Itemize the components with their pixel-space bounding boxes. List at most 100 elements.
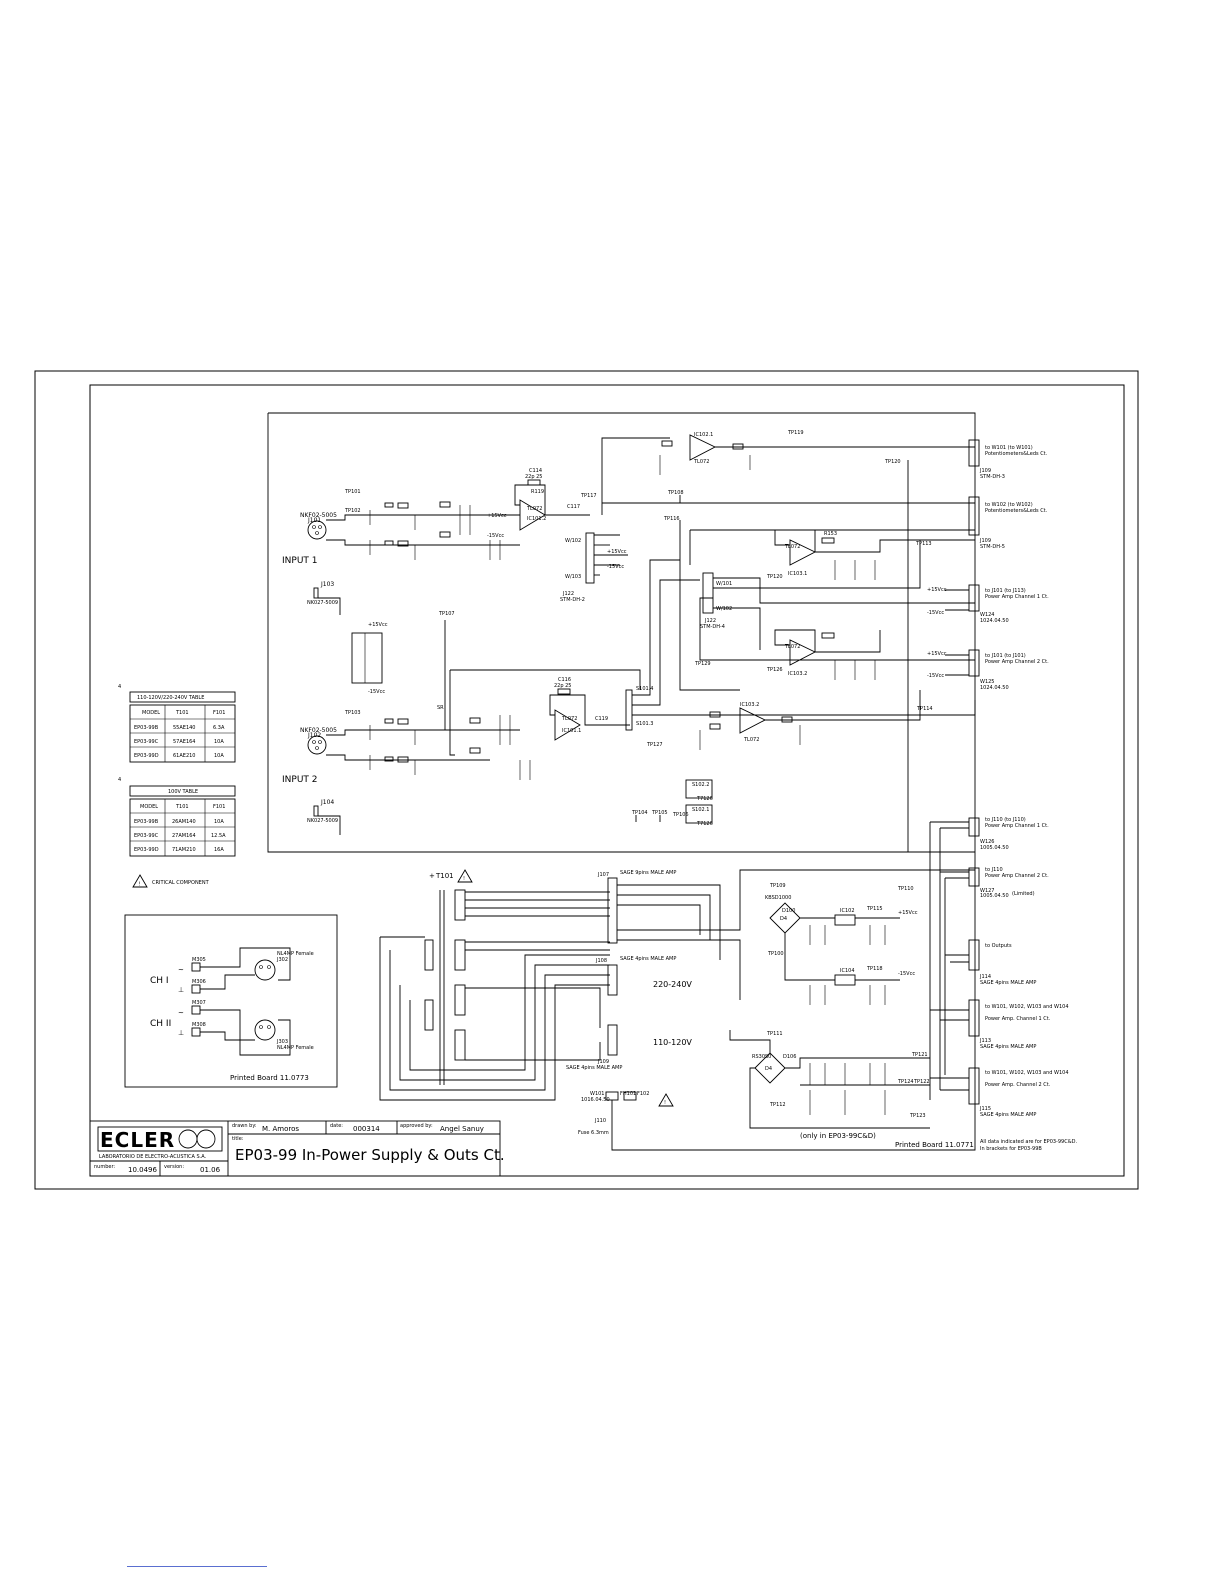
svg-text:-15Vcc: -15Vcc — [487, 533, 504, 539]
svg-text:S102.2: S102.2 — [692, 782, 710, 788]
rail-neg-2: -15Vcc — [927, 673, 944, 679]
table-b-title: 100V TABLE — [168, 789, 198, 795]
date-value: 000314 — [353, 1125, 380, 1133]
svg-text:TL072: TL072 — [784, 544, 800, 550]
only-note: (only in EP03-99C&D) — [800, 1132, 876, 1140]
svg-text:J109: J109 — [979, 538, 991, 544]
conn-w101-desc: Potentiometers&Leds Ct. — [985, 451, 1048, 457]
svg-text:+15Vcc: +15Vcc — [487, 513, 507, 519]
svg-text:R119: R119 — [531, 489, 544, 495]
rail-neg-1: -15Vcc — [927, 610, 944, 616]
svg-text:D4: D4 — [765, 1066, 772, 1072]
svg-text:TP103: TP103 — [344, 710, 361, 716]
svg-text:STM-DH-3: STM-DH-3 — [980, 474, 1005, 480]
ch2-label: CH II — [150, 1019, 171, 1029]
j101-label: J101 — [307, 517, 321, 524]
svg-text:TP116: TP116 — [663, 516, 680, 522]
rail-decoupling: +15Vcc-15Vcc — [351, 622, 388, 695]
ecler-logo — [97, 1126, 223, 1152]
svg-text:W/102: W/102 — [716, 606, 732, 612]
table-a-title: 110-120V/220-240V TABLE — [137, 695, 204, 701]
conn-j110a-desc: Power Amp Channel 1 Ct. — [985, 823, 1049, 829]
svg-text:TP115: TP115 — [866, 906, 883, 912]
svg-text:(Limited): (Limited) — [1012, 891, 1035, 897]
approved-value: Angel Sanuy — [440, 1125, 484, 1133]
table-a-cell: 57AE164 — [173, 739, 196, 745]
table-a-h0: MODEL — [142, 710, 160, 716]
svg-text:TP112: TP112 — [769, 1102, 786, 1108]
svg-text:SAGE 4pins MALE AMP: SAGE 4pins MALE AMP — [566, 1065, 622, 1071]
svg-text:W126: W126 — [980, 839, 995, 845]
table-b-cell: EP03-99B — [134, 819, 159, 825]
svg-text:T7126: T7126 — [696, 796, 713, 802]
table-a-h1: T101 — [175, 710, 189, 716]
logo-text: ECLER — [100, 1128, 175, 1152]
svg-text:J122: J122 — [562, 591, 574, 597]
svg-text:⊥: ⊥ — [178, 986, 184, 994]
svg-text:SAGE 4pins MALE AMP: SAGE 4pins MALE AMP — [980, 1112, 1036, 1118]
svg-text:TP126: TP126 — [766, 667, 783, 673]
svg-text:TP101: TP101 — [344, 489, 361, 495]
svg-text:SAGE 4pins MALE AMP: SAGE 4pins MALE AMP — [620, 956, 676, 962]
warning-icon — [132, 874, 148, 888]
svg-text:1024.04.50: 1024.04.50 — [980, 685, 1009, 691]
svg-text:TL072: TL072 — [693, 459, 709, 465]
svg-text:TP110: TP110 — [897, 886, 914, 892]
table-a: 4 110-120V/220-240V TABLE MODEL T101 F10… — [118, 684, 236, 763]
svg-text:!: ! — [463, 876, 465, 882]
svg-text:TP122: TP122 — [913, 1079, 930, 1085]
company-name: LABORATORIO DE ELECTRO-ACUSTICA S.A. — [99, 1154, 207, 1160]
svg-text:TP127: TP127 — [646, 742, 663, 748]
svg-text:+15Vcc: +15Vcc — [607, 549, 627, 555]
svg-text:+15Vcc: +15Vcc — [368, 622, 388, 628]
svg-text:TL072: TL072 — [526, 506, 542, 512]
conn-j101a-desc: Power Amp Channel 1 Ct. — [985, 594, 1049, 600]
output-board: CH I CH II ~⊥ ~⊥ M305 M306 M307 M308 NL4… — [124, 914, 338, 1088]
table-b-h0: MODEL — [140, 804, 158, 810]
conn-ch2-desc: Power Amp. Channel 2 Ct. — [985, 1082, 1051, 1088]
version-value: 01.06 — [200, 1166, 221, 1174]
title-block: ECLER LABORATORIO DE ELECTRO-ACUSTICA S.… — [89, 1120, 505, 1177]
fuse-label: Fuse 6.3mm — [578, 1130, 609, 1136]
svg-text:STM-DH-4: STM-DH-4 — [700, 624, 725, 630]
svg-text:~: ~ — [178, 966, 184, 974]
svg-text:FH101: FH101 — [620, 1091, 636, 1097]
svg-text:C119: C119 — [595, 716, 608, 722]
power-connectors: J107 SAGE 9pins MALE AMP J108 SAGE 4pins… — [566, 869, 976, 1151]
inner-frame — [89, 384, 1125, 1177]
conn-j110b-desc: Power Amp Channel 2 Ct. — [985, 873, 1049, 879]
table-a-cell: EP03-99D — [134, 753, 159, 759]
svg-text:TP102: TP102 — [344, 508, 361, 514]
svg-text:F102: F102 — [637, 1091, 649, 1097]
footer-rule — [127, 1566, 267, 1567]
number-label: number: — [94, 1164, 115, 1170]
svg-text:4: 4 — [118, 777, 121, 783]
j110-label: J110 — [594, 1118, 606, 1124]
xlr2-label: NKF02-5005 — [300, 727, 337, 734]
svg-text:J113: J113 — [979, 1038, 991, 1044]
svg-text:TP109: TP109 — [769, 883, 786, 889]
table-a-cell: 61AE210 — [173, 753, 196, 759]
table-b-cell: EP03-99D — [134, 847, 159, 853]
ref-bot2: M308 — [192, 1022, 206, 1028]
conn-outputs-label: to Outputs — [985, 943, 1012, 949]
svg-text:J109: J109 — [979, 468, 991, 474]
svg-text:TP118: TP118 — [866, 966, 883, 972]
svg-text:IC103.1: IC103.1 — [788, 571, 807, 577]
conn-j110a-label: to J110 (to J110) — [985, 817, 1026, 823]
table-b: 4 100V TABLE MODEL T101 F101 EP03-99B 26… — [118, 777, 236, 857]
table-b-cell: 12.5A — [211, 833, 226, 839]
svg-text:-15Vcc: -15Vcc — [607, 564, 624, 570]
svg-text:NK027-5009: NK027-5009 — [307, 600, 338, 606]
svg-text:T7126: T7126 — [696, 821, 713, 827]
svg-text:TP104: TP104 — [631, 810, 648, 816]
conn-ch1-label: to W101, W102, W103 and W104 — [985, 1004, 1069, 1010]
svg-text:4: 4 — [118, 684, 121, 690]
svg-text:TP108: TP108 — [667, 490, 684, 496]
svg-text:TP117: TP117 — [580, 493, 597, 499]
svg-text:TL072: TL072 — [784, 644, 800, 650]
input1-label: INPUT 1 — [282, 556, 318, 566]
conn-j110b-label: to J110 — [985, 867, 1003, 873]
svg-text:SAGE 4pins MALE AMP: SAGE 4pins MALE AMP — [980, 980, 1036, 986]
